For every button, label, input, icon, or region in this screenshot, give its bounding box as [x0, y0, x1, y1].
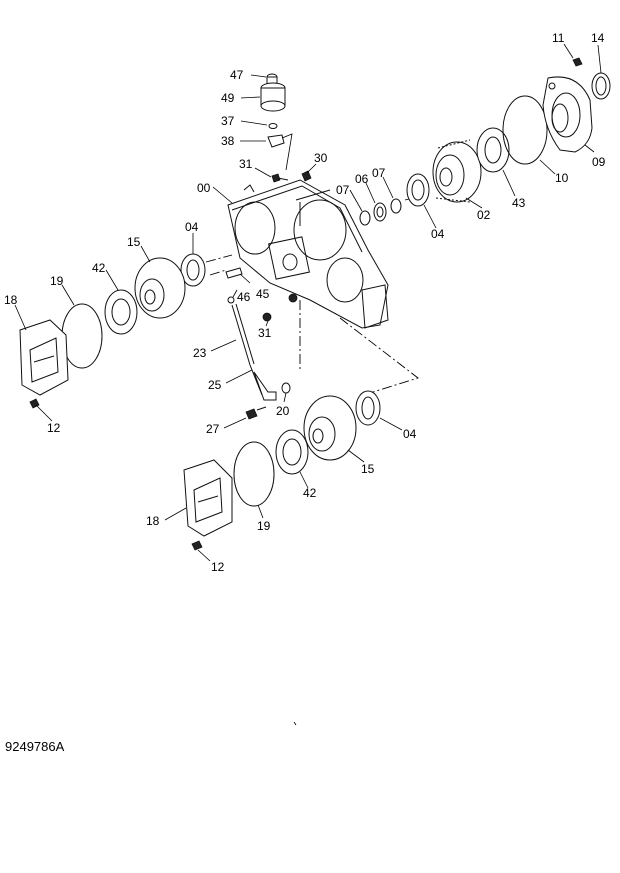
callout-18-lower: 18	[146, 514, 160, 528]
callout-25: 25	[208, 378, 222, 392]
callout-47: 47	[230, 68, 244, 82]
gearbox-housing	[227, 179, 389, 329]
callout-46: 46	[237, 290, 251, 304]
callout-20: 20	[276, 404, 290, 418]
callout-37: 37	[221, 114, 235, 128]
housing-bolts	[271, 170, 312, 183]
callout-04-left: 04	[185, 220, 199, 234]
callout-38: 38	[221, 134, 235, 148]
callout-02: 02	[477, 208, 491, 222]
callout-27: 27	[206, 422, 220, 436]
middle-small-parts	[225, 267, 298, 420]
callout-15-upper: 15	[127, 235, 141, 249]
callout-23: 23	[193, 346, 207, 360]
callout-31-top: 31	[239, 157, 253, 171]
right-shaft-parts	[359, 57, 611, 226]
callout-19-upper: 19	[50, 274, 64, 288]
callout-12-lower: 12	[211, 560, 225, 574]
callout-14: 14	[591, 31, 605, 45]
callout-10: 10	[555, 171, 569, 185]
callout-42-upper: 42	[92, 261, 106, 275]
leader-lines	[14, 43, 602, 562]
callout-07-right: 07	[372, 166, 386, 180]
callout-49: 49	[221, 91, 235, 105]
drawing-number: 9249786A	[5, 739, 65, 754]
callout-42-lower: 42	[303, 486, 317, 500]
left-upper-parts	[19, 253, 206, 409]
callout-07-left: 07	[336, 183, 350, 197]
stray-mark	[293, 721, 297, 726]
callout-labels: 47 49 37 38 31 30 00 07 06 07 04 15 42 1…	[4, 31, 606, 574]
callout-11: 11	[552, 31, 565, 45]
callout-45: 45	[256, 287, 270, 301]
breather-assembly	[260, 73, 293, 171]
callout-06: 06	[355, 172, 369, 186]
callout-30: 30	[314, 151, 328, 165]
callout-00: 00	[197, 181, 211, 195]
callout-15-lower: 15	[361, 462, 375, 476]
callout-19-lower: 19	[257, 519, 271, 533]
callout-18-upper: 18	[4, 293, 18, 307]
callout-31-mid: 31	[258, 326, 272, 340]
lower-parts	[183, 390, 381, 551]
callout-04-right: 04	[431, 227, 445, 241]
callout-09: 09	[592, 155, 606, 169]
callout-12-upper: 12	[47, 421, 61, 435]
callout-04-lower: 04	[403, 427, 417, 441]
callout-43: 43	[512, 196, 526, 210]
